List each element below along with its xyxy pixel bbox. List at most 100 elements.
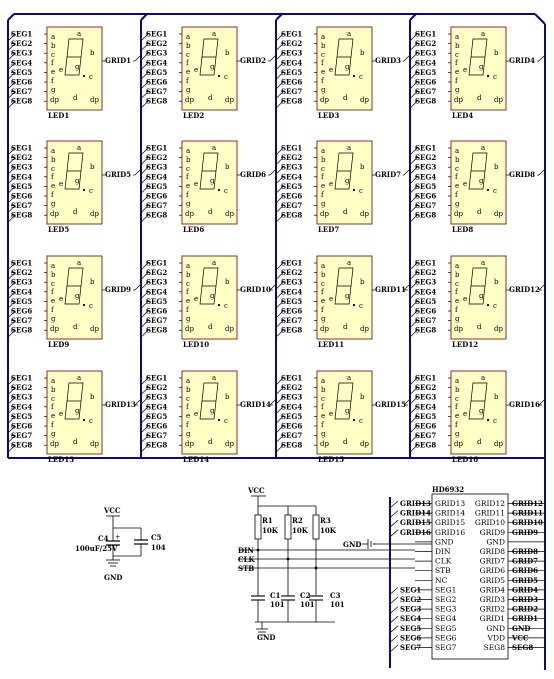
led-name: LED14 — [183, 455, 209, 464]
segment-letter: e — [463, 295, 467, 303]
seg-pin-label: SEG8 — [146, 441, 167, 450]
segment-letter: f — [321, 403, 325, 411]
resistor — [284, 514, 292, 540]
segment-letter: dp — [90, 440, 99, 448]
segment-letter: f — [455, 403, 459, 411]
ic-left-pin: GRID13 — [435, 499, 465, 508]
segment-letter: f — [186, 306, 190, 314]
ic-seg-flag: SEG2 — [400, 595, 421, 604]
ic-right-flag: GND — [512, 624, 530, 633]
grid-label: GRID9 — [105, 285, 131, 294]
segment-letter: c — [359, 302, 363, 310]
ic-right-flag: GRID11 — [512, 509, 543, 518]
seg-pin-label: SEG3 — [415, 278, 436, 287]
seg-pin-label: SEG1 — [11, 30, 32, 39]
segment-letter: dp — [90, 96, 99, 104]
segment-letter: c — [493, 187, 497, 195]
segment-letter: g — [210, 292, 215, 300]
segment-letter: f — [321, 173, 325, 181]
segment-letter: dp — [494, 96, 503, 104]
seg-pin-label: SEG6 — [11, 192, 32, 201]
segment-letter: b — [455, 156, 460, 164]
seg-pin-label: SEG1 — [281, 144, 302, 153]
seg-pin-label: SEG4 — [415, 402, 436, 411]
pullup-vcc-label: VCC — [247, 486, 265, 495]
segment-letter: a — [321, 262, 325, 270]
seg-pin-label: SEG3 — [146, 393, 167, 402]
seg-pin-label: SEG7 — [11, 431, 32, 440]
decoupling-block: VCC + GND C4 100uF/25V C5 104 — [75, 506, 166, 582]
segment-letter: dp — [320, 96, 329, 104]
segment-letter: c — [186, 280, 190, 288]
segment-letter: f — [321, 191, 325, 199]
grid-label: GRID7 — [375, 170, 401, 179]
seg-pin-label: SEG1 — [146, 144, 167, 153]
resistor-value: 10K — [320, 526, 337, 535]
seg-pin-label: SEG8 — [11, 211, 32, 220]
segment-letter: a — [455, 147, 459, 155]
capacitor-name: C3 — [330, 591, 341, 600]
seg-pin-label: SEG1 — [146, 259, 167, 268]
segment-letter: dp — [454, 440, 463, 448]
seven-segment-digit — [64, 152, 84, 190]
seg-pin-label: SEG3 — [281, 278, 302, 287]
seg-pin-label: SEG8 — [415, 211, 436, 220]
seg-pin-label: SEG2 — [281, 153, 302, 162]
seg-pin-label: SEG3 — [281, 163, 302, 172]
capacitor-value: 101 — [270, 600, 285, 609]
seg-pin-label: SEG5 — [146, 68, 167, 77]
led-body — [316, 370, 373, 455]
ic-left-pin: DIN — [435, 547, 451, 556]
led-name: LED12 — [452, 340, 478, 349]
grid-label: GRID11 — [375, 285, 406, 294]
segment-letter: dp — [225, 210, 234, 218]
capacitor-name: C1 — [270, 591, 281, 600]
decimal-point — [217, 303, 221, 307]
segment-letter: f — [51, 77, 55, 85]
led-body — [46, 370, 103, 455]
seg-pin-label: SEG2 — [415, 39, 436, 48]
segment-letter: e — [186, 412, 190, 420]
segment-letter: a — [347, 144, 351, 152]
segment-letter: dp — [50, 325, 59, 333]
segment-letter: e — [194, 66, 198, 74]
grid-label: GRID10 — [240, 285, 271, 294]
seg-pin-label: SEG4 — [281, 58, 302, 67]
resistor — [312, 514, 320, 540]
seg-pin-label: SEG1 — [11, 144, 32, 153]
seg-pin-label: SEG6 — [11, 78, 32, 87]
resistor-value: 10K — [292, 526, 309, 535]
segment-letter: dp — [320, 440, 329, 448]
segment-letter: g — [455, 86, 460, 94]
seg-pin-label: SEG4 — [281, 402, 302, 411]
segment-letter: e — [51, 297, 55, 305]
pullup-block: VCC DIN CLK STB GND R110KR210KR310KC1101… — [238, 486, 415, 642]
seg-pin-label: SEG1 — [281, 374, 302, 383]
segment-letter: g — [479, 177, 484, 185]
seg-pin-label: SEG7 — [281, 431, 302, 440]
ic-left-pin: SEG5 — [435, 624, 457, 633]
grid-label: GRID5 — [105, 170, 131, 179]
ic-seg-flag: SEG3 — [400, 605, 421, 614]
segment-letter: c — [89, 73, 93, 81]
segment-letter: f — [51, 59, 55, 67]
segment-letter: g — [455, 430, 460, 438]
ic-right-pin: GRID10 — [475, 518, 505, 527]
segment-letter: dp — [320, 325, 329, 333]
decimal-point — [486, 418, 490, 422]
seg-pin-label: SEG2 — [11, 268, 32, 277]
seg-pin-label: SEG1 — [415, 259, 436, 268]
seg-pin-label: SEG3 — [11, 163, 32, 172]
ic-right-pin: GRID5 — [480, 576, 506, 585]
led-name: LED16 — [452, 455, 478, 464]
segment-letter: f — [321, 59, 325, 67]
segment-letter: f — [455, 77, 459, 85]
segment-letter: dp — [50, 210, 59, 218]
decimal-point — [352, 303, 356, 307]
seg-pin-label: SEG6 — [415, 78, 436, 87]
